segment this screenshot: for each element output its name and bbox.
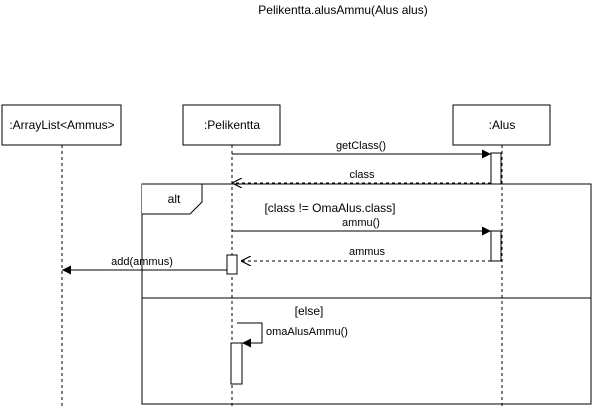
lifeline-alus: :Alus xyxy=(452,104,551,406)
activation-alus-ammu xyxy=(490,230,502,262)
message-getclass-label: getClass() xyxy=(336,140,386,152)
message-class-return-label: class xyxy=(349,169,375,181)
alt-fragment-frame xyxy=(141,183,592,405)
guard-if: [class != OmaAlus.class] xyxy=(264,201,395,215)
alt-operator-label: alt xyxy=(168,192,181,206)
lifeline-pelikentta: :Pelikentta xyxy=(182,104,281,406)
lifeline-head-pelikentta xyxy=(182,104,281,146)
activation-alus-getclass xyxy=(490,152,502,185)
lifeline-label-alus: :Alus xyxy=(489,118,516,132)
message-omaalusammu-arrow xyxy=(237,322,263,348)
guard-else: [else] xyxy=(295,304,324,318)
lifeline-label-arraylist: :ArrayList<Ammus> xyxy=(9,118,114,132)
lifeline-head-alus xyxy=(452,104,551,146)
alt-fragment: alt [class != OmaAlus.class] [else] xyxy=(141,183,592,405)
lifeline-head-arraylist xyxy=(1,104,122,146)
lifeline-arraylist: :ArrayList<Ammus> xyxy=(1,104,122,406)
activation-pelikentta-add xyxy=(226,254,238,275)
message-ammu-label: ammu() xyxy=(342,217,380,229)
diagram-title: Pelikentta.alusAmmu(Alus alus) xyxy=(258,3,427,17)
message-omaalusammu-label: omaAlusAmmu() xyxy=(266,326,348,338)
activation-pelikentta-omaalusammu xyxy=(230,342,243,385)
alt-operator-tab xyxy=(142,183,203,215)
message-add-label: add(ammus) xyxy=(111,256,173,268)
message-ammus-return-label: ammus xyxy=(349,246,386,258)
lifeline-label-pelikentta: :Pelikentta xyxy=(204,118,260,132)
